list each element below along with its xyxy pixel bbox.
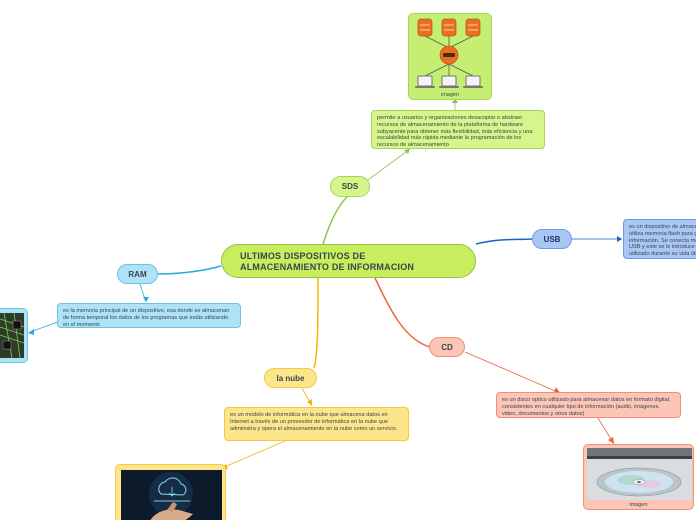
topic-usb[interactable]: USB	[532, 229, 572, 249]
note-sds[interactable]: permite a usuarios y organizaciones desa…	[371, 110, 545, 149]
topic-cd[interactable]: CD	[429, 337, 465, 357]
link-central-usb	[475, 238, 533, 245]
note-ram[interactable]: es la memoria principal de un dispositiv…	[57, 303, 241, 328]
link-central-ram	[157, 265, 222, 275]
arrow-ram-image	[28, 329, 34, 335]
note-usb-text: es un dispositivo de almacenamiento que …	[629, 224, 696, 258]
topic-nube-label: la nube	[276, 373, 305, 383]
link-nube-image	[221, 440, 286, 469]
central-topic[interactable]: ULTIMOS DISPOSITIVOS DE ALMACENAMIENTO D…	[221, 244, 476, 278]
image-ram-module[interactable]	[0, 308, 28, 363]
arrow-nube-note	[307, 399, 312, 406]
arrow-sds-note	[404, 149, 410, 154]
image-sds-storage-network[interactable]: imagen	[408, 13, 492, 100]
link-central-sds	[322, 195, 349, 245]
link-cd-note	[464, 351, 561, 394]
cloud-hand-icon	[121, 470, 222, 520]
image-cd-drive[interactable]: imagen	[583, 444, 694, 510]
topic-nube[interactable]: la nube	[264, 368, 317, 388]
note-nube-text: es un modelo de informática en la nube q…	[230, 412, 398, 432]
arrow-ram-note	[143, 297, 149, 302]
central-title-line1: ULTIMOS DISPOSITIVOS DE	[240, 251, 366, 261]
arrow-cd-image	[608, 437, 614, 444]
note-cd-text: es un disco optico utilizado para almace…	[502, 397, 671, 417]
image-cloud-storage[interactable]	[115, 464, 226, 520]
topic-usb-label: USB	[543, 234, 561, 244]
note-sds-text: permite a usuarios y organizaciones desa…	[377, 115, 533, 149]
ram-chip-icon	[0, 313, 24, 358]
arrow-sds-image	[452, 98, 458, 103]
storage-network-icon	[415, 18, 483, 88]
note-usb[interactable]: es un dispositivo de almacenamiento que …	[623, 219, 696, 259]
central-title-line2: ALMACENAMIENTO DE INFORMACION	[240, 262, 415, 272]
arrow-cd-note	[554, 387, 560, 393]
link-central-cd	[374, 277, 431, 348]
topic-sds-label: SDS	[341, 182, 359, 191]
topic-ram-label: RAM	[128, 269, 147, 279]
note-nube[interactable]: es un modelo de informática en la nube q…	[224, 407, 409, 441]
topic-cd-label: CD	[441, 342, 453, 352]
link-central-nube	[313, 277, 319, 369]
topic-ram[interactable]: RAM	[117, 264, 158, 284]
note-cd[interactable]: es un disco optico utilizado para almace…	[496, 392, 681, 418]
topic-sds[interactable]: SDS	[330, 176, 370, 197]
link-ram-image	[29, 321, 59, 333]
arrow-usb-note	[617, 236, 622, 242]
image-cd-caption: imagen	[629, 502, 648, 508]
cd-disc-icon	[587, 448, 692, 500]
image-sds-caption: imagen	[440, 92, 460, 98]
note-ram-text: es la memoria principal de un dispositiv…	[63, 308, 230, 328]
link-sds-note	[367, 148, 411, 181]
